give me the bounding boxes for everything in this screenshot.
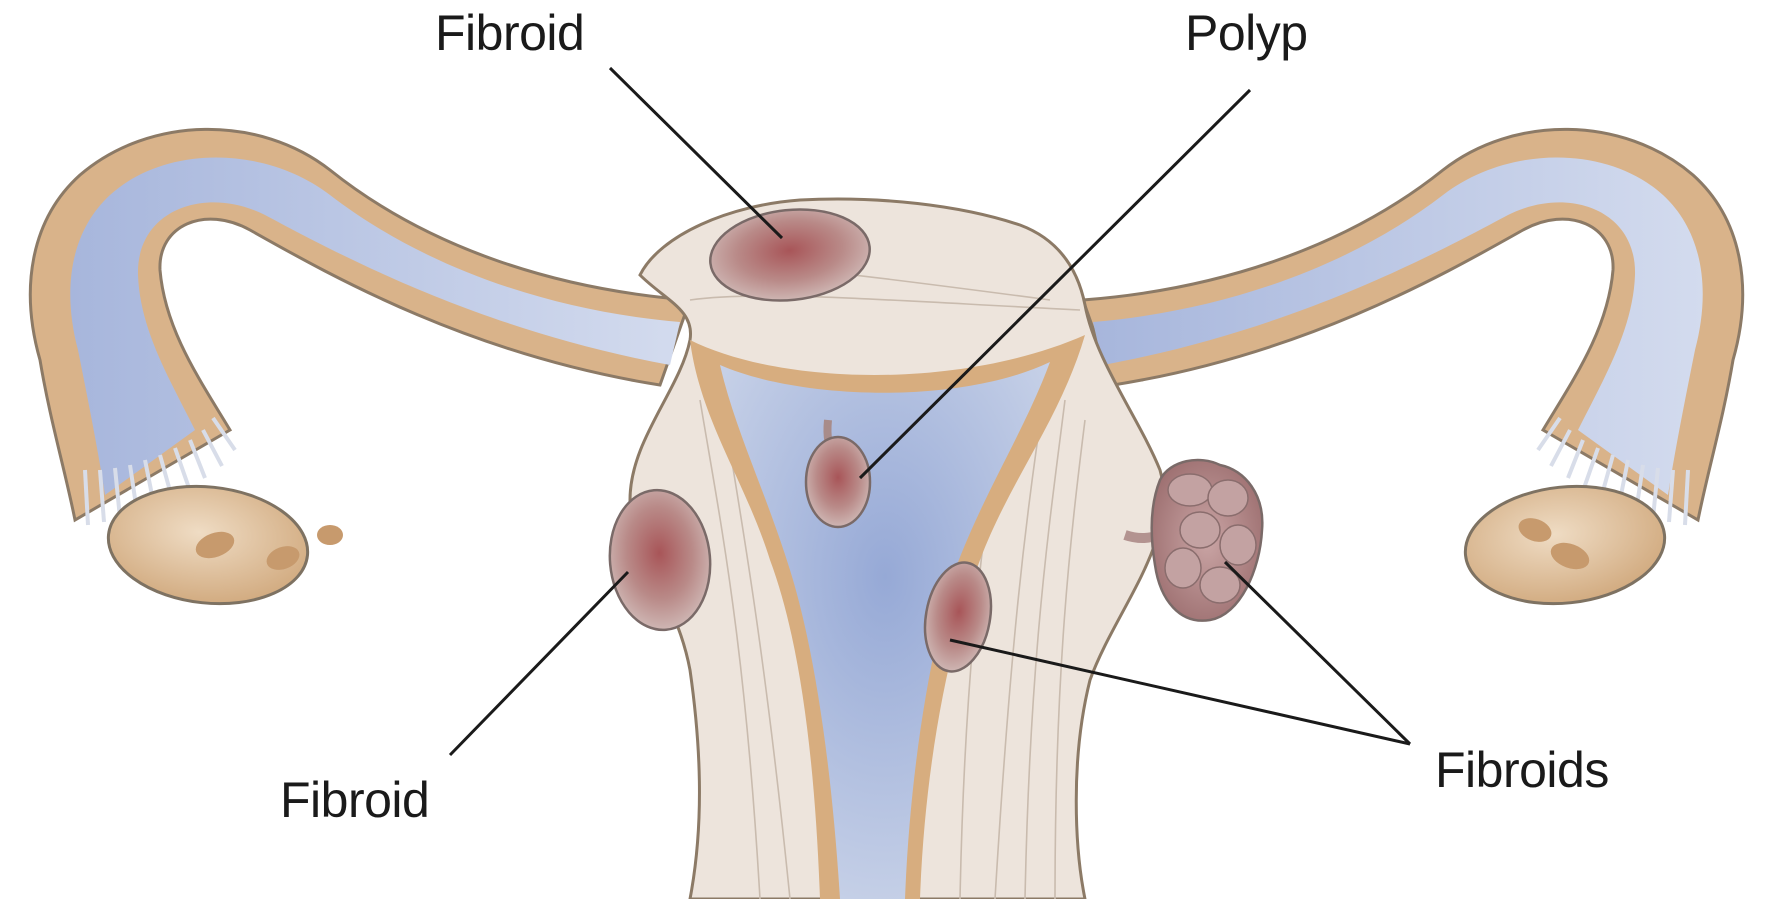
leader-fibroids-cluster: [1225, 562, 1410, 744]
leader-fibroid-left: [450, 572, 628, 755]
label-polyp: Polyp: [1185, 8, 1308, 58]
label-fibroids-right: Fibroids: [1435, 745, 1609, 795]
left-ovary: [102, 477, 343, 613]
left-fallopian-tube: [30, 129, 690, 525]
label-fibroid-left: Fibroid: [280, 775, 429, 825]
leader-fibroid-top: [610, 68, 782, 238]
label-fibroid-top: Fibroid: [435, 8, 584, 58]
